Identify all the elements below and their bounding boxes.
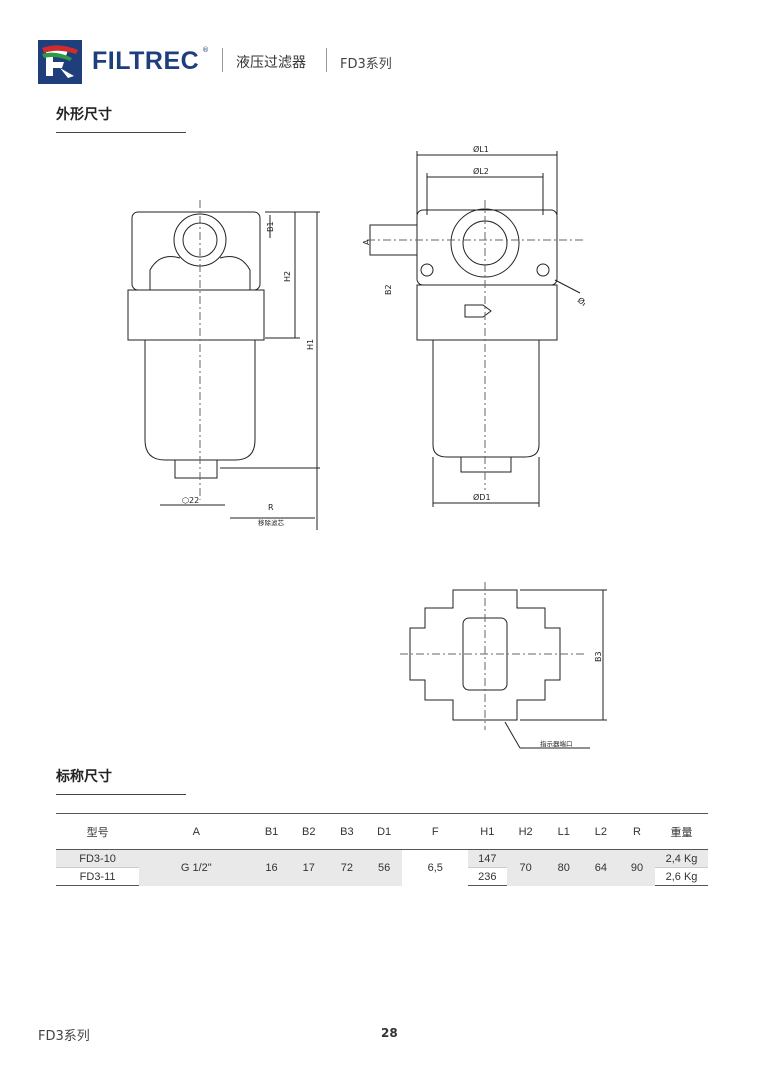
cell-d1: 56 <box>365 849 403 886</box>
cell-model: FD3-11 <box>56 867 140 886</box>
label-r: R <box>268 503 274 512</box>
cell-l2: 64 <box>582 849 619 886</box>
cell-r: 90 <box>618 849 655 886</box>
col-r: R <box>618 813 655 850</box>
label-l2: ØL2 <box>473 166 489 176</box>
front-view-drawing: B1 H2 H1 ⬡22 R 移除滤芯 <box>127 200 320 530</box>
drain-hex <box>174 459 218 479</box>
label-f: ØF <box>576 295 585 310</box>
label-b3: B3 <box>594 651 603 662</box>
label-hex: ⬡22 <box>182 496 199 505</box>
label-a: A <box>362 239 371 245</box>
top-body <box>409 589 561 721</box>
col-l2: L2 <box>582 813 619 850</box>
side-port <box>369 224 418 256</box>
side-bowl <box>432 340 540 458</box>
col-h1: H1 <box>468 813 507 850</box>
label-b2: B2 <box>384 284 393 295</box>
label-l1: ØL1 <box>473 145 489 154</box>
cell-b3: 72 <box>327 849 366 886</box>
col-f: F <box>402 813 469 850</box>
cell-b1: 16 <box>253 849 290 886</box>
side-view-drawing: ØL1 ØL2 A B2 ØF ØD1 <box>362 145 585 507</box>
dimension-table: 型号 A B1 B2 B3 D1 F H1 H2 L1 L2 R 重量 FD3-… <box>56 813 708 886</box>
cell-model: FD3-10 <box>56 849 140 868</box>
table-row: FD3-10 G 1/2" 16 17 72 56 6,5 147 70 80 … <box>56 849 708 886</box>
header-separator <box>222 48 223 72</box>
label-remove-element: 移除滤芯 <box>258 518 285 527</box>
cell-h1: 236 <box>468 867 507 886</box>
table-header-row: 型号 A B1 B2 B3 D1 F H1 H2 L1 L2 R 重量 <box>56 813 708 850</box>
table-row: FD3-11 236 2,6 Kg <box>56 867 708 886</box>
section-title-dimensions: 外形尺寸 <box>56 107 112 123</box>
header-separator <box>326 48 327 72</box>
footer-series: FD3系列 <box>38 1029 90 1044</box>
col-weight: 重量 <box>655 813 708 850</box>
label-h2: H2 <box>283 271 292 282</box>
brand-name: FILTREC <box>92 47 200 75</box>
col-model: 型号 <box>56 813 140 850</box>
product-title: 液压过滤器 <box>236 55 306 71</box>
filter-neck <box>127 289 265 341</box>
cell-b2: 17 <box>289 849 328 886</box>
col-b1: B1 <box>253 813 290 850</box>
cell-f: 6,5 <box>427 861 443 874</box>
cell-a: G 1/2" <box>139 849 254 886</box>
label-indicator-port: 指示器端口 <box>540 739 573 748</box>
filtrec-logo <box>38 40 82 84</box>
section-title-nominal: 标称尺寸 <box>56 769 112 785</box>
section-underline <box>56 794 186 795</box>
registered-mark: ® <box>202 46 209 54</box>
top-view-drawing: B3 指示器端口 <box>400 582 607 749</box>
page-number: 28 <box>381 1026 398 1040</box>
col-h2: H2 <box>506 813 545 850</box>
col-a: A <box>139 813 254 850</box>
side-neck <box>416 284 558 341</box>
label-d1: ØD1 <box>473 492 491 502</box>
col-b2: B2 <box>289 813 328 850</box>
cell-l1: 80 <box>544 849 583 886</box>
label-h1: H1 <box>306 339 315 350</box>
cell-h2: 70 <box>506 849 545 886</box>
section-underline <box>56 132 186 133</box>
cell-weight: 2,6 Kg <box>655 867 708 886</box>
col-d1: D1 <box>365 813 403 850</box>
label-b1: B1 <box>266 221 275 232</box>
col-b3: B3 <box>327 813 366 850</box>
col-l1: L1 <box>544 813 583 850</box>
cell-weight: 2,4 Kg <box>655 849 708 868</box>
cell-h1: 147 <box>468 849 507 868</box>
series-label: FD3系列 <box>340 57 392 72</box>
